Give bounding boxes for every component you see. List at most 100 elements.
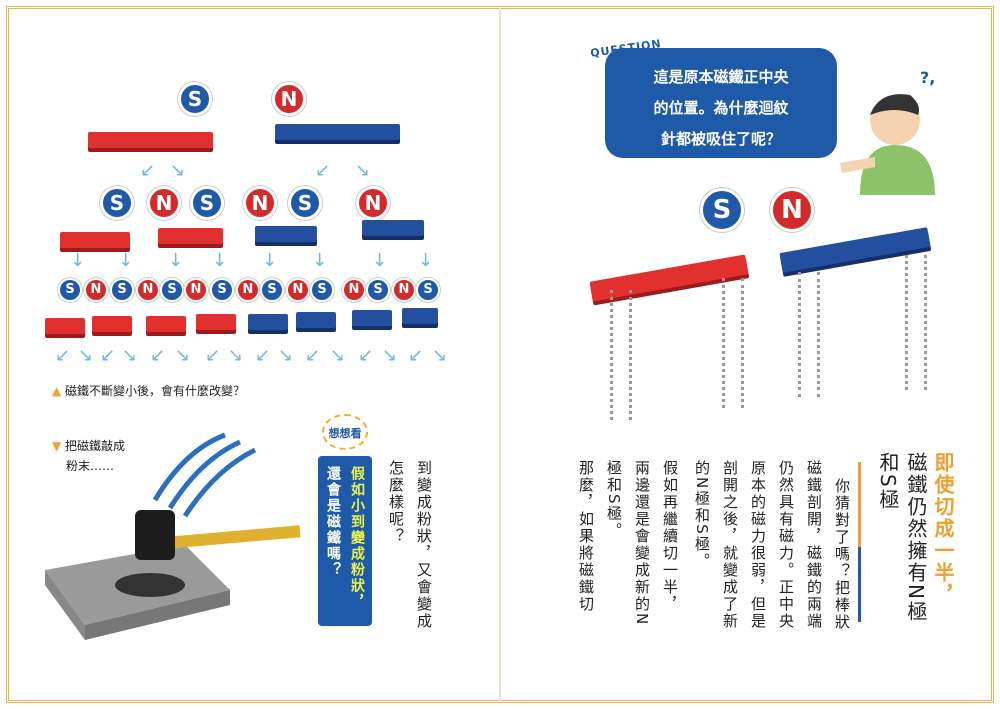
n-pole-marker: N (356, 186, 390, 220)
think-line-1: 假如小到變成粉狀， (349, 466, 365, 610)
body-line-10: 那麼，如果將磁鐵切 (577, 460, 595, 613)
title-divider (858, 462, 861, 547)
s-pole-marker: S (366, 278, 390, 302)
s-pole-marker: S (178, 82, 212, 116)
blue-magnet (296, 312, 336, 328)
arrow-icon: ↓ (212, 250, 228, 271)
s-pole-marker: S (288, 186, 322, 220)
body-line-5: 剖開之後，就變成了新 (721, 460, 739, 630)
title-line-1: 即使切成一半， (931, 452, 955, 606)
n-pole-marker: N (272, 82, 306, 116)
arrow-icon: ↙ (315, 160, 331, 181)
arrow-icon: ↙ (150, 345, 166, 366)
blue-magnet (402, 308, 438, 324)
n-pole-marker: N (147, 186, 181, 220)
arrow-icon: ↘ (382, 345, 398, 366)
arrow-icon: ↘ (175, 345, 191, 366)
arrow-icon: ↘ (78, 345, 94, 366)
paperclip-chain (722, 278, 744, 408)
arrow-icon: ↓ (70, 250, 86, 271)
arrow-icon: ↙ (358, 345, 374, 366)
body-line-7: 假如再繼續切一半， (661, 460, 679, 613)
s-pole-marker: S (210, 278, 234, 302)
red-magnet (88, 132, 213, 148)
body-line-9: 極和S極。 (605, 460, 623, 540)
n-pole-marker: N (770, 188, 814, 232)
triangle-down-icon: ▼ (52, 439, 66, 453)
arrow-icon: ↙ (55, 345, 71, 366)
s-pole-marker: S (100, 186, 134, 220)
n-pole-marker: N (136, 278, 160, 302)
body-line-3: 仍然具有磁力。正中央 (777, 460, 795, 630)
red-magnet (196, 314, 236, 330)
hammer-illustration (45, 432, 301, 640)
body-line-12: 怎麼樣呢？ (387, 460, 405, 545)
n-pole-marker: N (392, 278, 416, 302)
s-pole-marker: S (700, 188, 744, 232)
n-pole-marker: N (184, 278, 208, 302)
n-pole-marker: N (342, 278, 366, 302)
arrow-icon: ↙ (255, 345, 271, 366)
s-pole-marker: S (110, 278, 134, 302)
question-line: 的位置。為什麼迴紋 (653, 99, 789, 117)
body-line-6: 的N極和S極。 (693, 460, 711, 570)
arrow-icon: ↘ (122, 345, 138, 366)
paperclip-chain (905, 255, 927, 390)
n-pole-marker: N (236, 278, 260, 302)
arrow-icon: ↙ (205, 345, 221, 366)
red-magnet (146, 316, 186, 332)
body-line-8: 兩邊還是會變成新的N (633, 460, 651, 627)
arrow-icon: ↘ (278, 345, 294, 366)
paperclip-chain (610, 290, 632, 420)
body-line-11: 到變成粉狀，又會變成 (415, 460, 433, 630)
arrow-icon: ↘ (228, 345, 244, 366)
body-line-1: 你猜對了嗎？把棒狀 (833, 478, 851, 631)
arrow-icon: ↙ (305, 345, 321, 366)
arrow-icon: ↓ (312, 250, 328, 271)
body-line-4: 原本的磁力很弱，但是 (749, 460, 767, 630)
title-divider (858, 547, 861, 622)
arrow-icon: ↙ (408, 345, 424, 366)
think-badge: 想想看 (322, 414, 368, 450)
question-line: 這是原本磁鐵正中央 (653, 68, 789, 86)
blue-magnet (255, 226, 317, 242)
question-line: 針都被吸住了呢？ (660, 130, 781, 148)
arrow-icon: ↙ (100, 345, 116, 366)
arrow-icon: ↓ (418, 250, 434, 271)
blue-magnet (352, 310, 392, 326)
question-marks: ?, (920, 68, 936, 87)
think-box: 假如小到變成粉狀， 還會是磁鐵嗎？ (318, 456, 372, 626)
arrow-icon: ↓ (372, 250, 388, 271)
arrow-icon: ↓ (168, 250, 184, 271)
blue-magnet (362, 220, 424, 236)
boy-illustration (840, 94, 935, 195)
n-pole-marker: N (243, 186, 277, 220)
red-magnet (92, 316, 132, 332)
triangle-up-icon: ▲ (52, 384, 66, 398)
blue-magnet (275, 124, 400, 140)
arrow-icon: ↘ (432, 345, 448, 366)
n-pole-marker: N (286, 278, 310, 302)
paperclip-chain (798, 272, 820, 397)
s-pole-marker: S (190, 186, 224, 220)
question-bubble: 這是原本磁鐵正中央 的位置。為什麼迴紋 針都被吸住了呢？ (605, 48, 837, 158)
arrow-icon: ↙ (140, 160, 156, 181)
arrow-icon: ↓ (262, 250, 278, 271)
caption-powder-1: 把磁鐵敲成 (65, 439, 126, 453)
body-line-2: 磁鐵剖開，磁鐵的兩端 (805, 460, 823, 630)
red-magnet (60, 232, 130, 248)
title-line-2: 磁鐵仍然擁有N極 (904, 452, 928, 623)
red-magnet (158, 228, 223, 244)
s-pole-marker: S (160, 278, 184, 302)
s-pole-marker: S (58, 278, 82, 302)
red-magnet (45, 318, 85, 334)
page-border (6, 6, 994, 703)
think-line-2: 還會是磁鐵嗎？ (325, 466, 341, 578)
arrow-icon: ↘ (170, 160, 186, 181)
blue-magnet (248, 314, 288, 330)
arrow-icon: ↓ (118, 250, 134, 271)
n-pole-marker: N (84, 278, 108, 302)
title-line-3: 和S極 (876, 452, 900, 511)
caption-shrinking: 磁鐵不斷變小後，會有什麼改變？ (65, 384, 246, 398)
s-pole-marker: S (416, 278, 440, 302)
